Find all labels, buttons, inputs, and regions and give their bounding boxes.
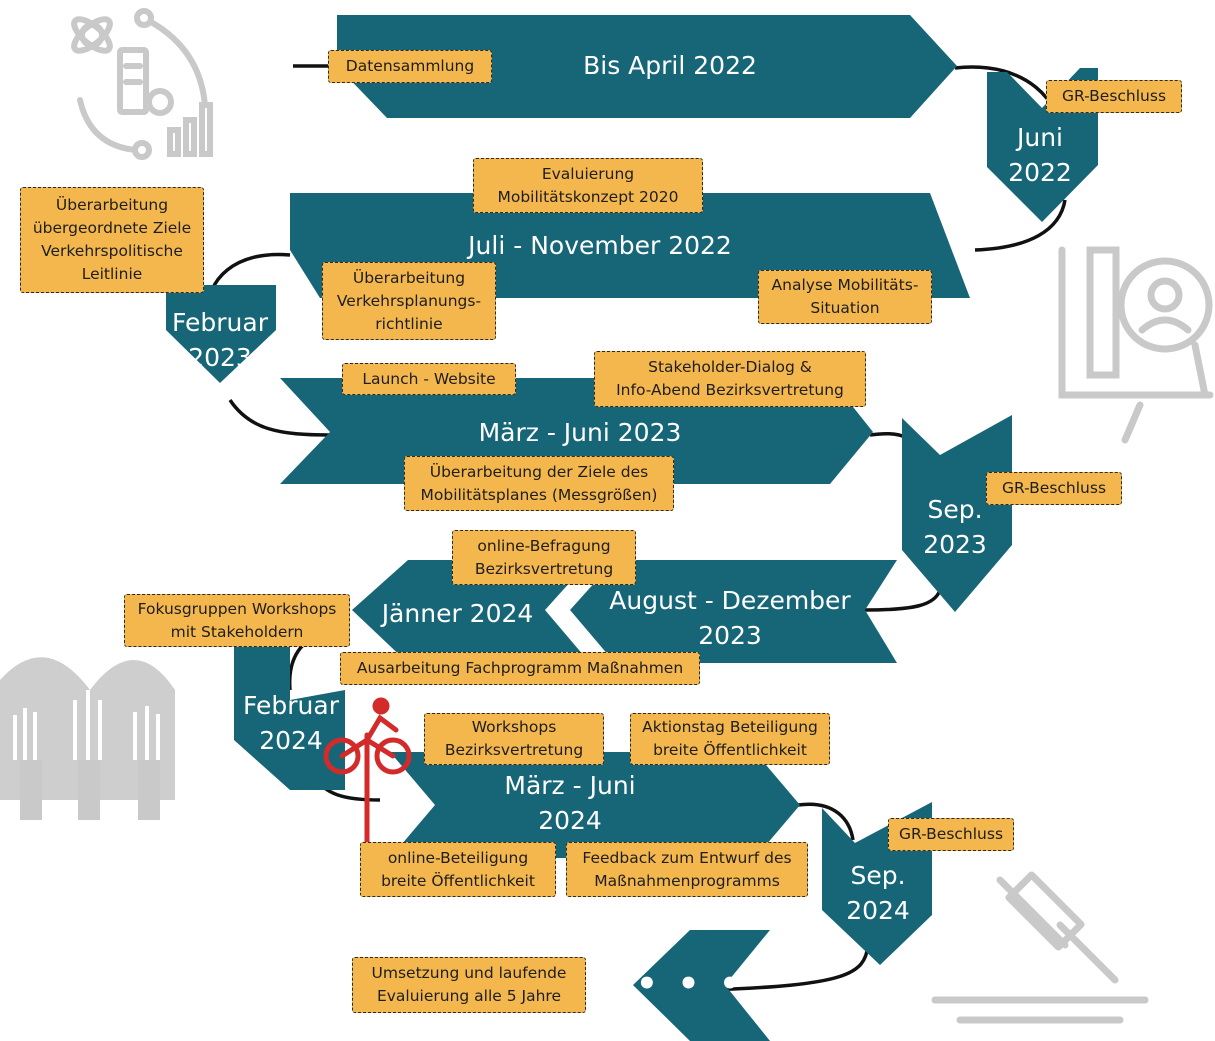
note-feedback: Feedback zum Entwurf des Maßnahmenprogra… [566,842,808,897]
note-analyse: Analyse Mobilitäts- Situation [758,270,932,324]
note-fachprogramm: Ausarbeitung Fachprogramm Maßnahmen [340,652,700,685]
note-stakeholder: Stakeholder-Dialog & Info-Abend Bezirksv… [594,351,866,407]
note-fokusgruppen: Fokusgruppen Workshops mit Stakeholdern [124,594,350,647]
cyclist-icon [323,697,412,858]
phase-feb2024: Februar 2024 [243,691,339,755]
note-online-beteiligung: online-Beteiligung breite Öffentlichkeit [360,842,556,897]
note-ueberarbeitung-richtlinie: Überarbeitung Verkehrsplanungs- richtlin… [322,262,496,340]
note-gr-beschluss-1: GR-Beschluss [1046,80,1182,113]
phase-apr2022: Bis April 2022 [583,51,757,80]
phase-marjun2024: März - Juni 2024 [504,771,636,835]
phase-sep2023: Sep. 2023 [923,495,987,559]
phase-marjun2023: März - Juni 2023 [478,418,682,447]
phase-jan2024: Jänner 2024 [381,599,534,628]
band-augdez2023 [570,560,897,663]
note-messgroessen: Überarbeitung der Ziele des Mobilitätspl… [404,456,674,511]
hands-outline [13,690,160,760]
note-gr-beschluss-3: GR-Beschluss [888,818,1014,851]
note-ueberarbeitung-ziele: Überarbeitung übergeordnete Ziele Verkeh… [20,187,204,293]
note-aktionstag: Aktionstag Beteiligung breite Öffentlich… [630,713,830,765]
band-sep2023 [902,415,1012,612]
gavel-icon [931,871,1149,1024]
note-launch: Launch - Website [342,363,516,395]
band-apr2022 [337,15,957,118]
band-marjun2024 [390,752,800,858]
phase-feb2023: Februar 2023 [172,308,268,372]
phase-augdez2023: August - Dezember 2023 [609,586,851,650]
note-workshops: Workshops Bezirksvertretung [424,713,604,765]
note-evaluierung: Evaluierung Mobilitätskonzept 2020 [473,158,703,213]
band-feb2024 [234,645,345,790]
band-feb2023 [166,285,276,383]
note-gr-beschluss-2: GR-Beschluss [986,472,1122,505]
band-jan2024 [352,560,590,663]
phase-sep2024: Sep. 2024 [846,861,910,925]
phase-julnov2022: Juli - November 2022 [468,231,732,260]
phase-ongoing: • • • [636,964,745,1004]
note-datensammlung: Datensammlung [328,50,492,83]
phase-jun2022: Juni 2022 [1008,123,1072,187]
data-analytics-icon [71,8,213,160]
band-ongoing [633,930,770,1041]
user-search-icon [1058,246,1214,444]
note-umsetzung: Umsetzung und laufende Evaluierung alle … [352,957,586,1013]
note-online-befragung: online-Befragung Bezirksvertretung [452,530,636,585]
